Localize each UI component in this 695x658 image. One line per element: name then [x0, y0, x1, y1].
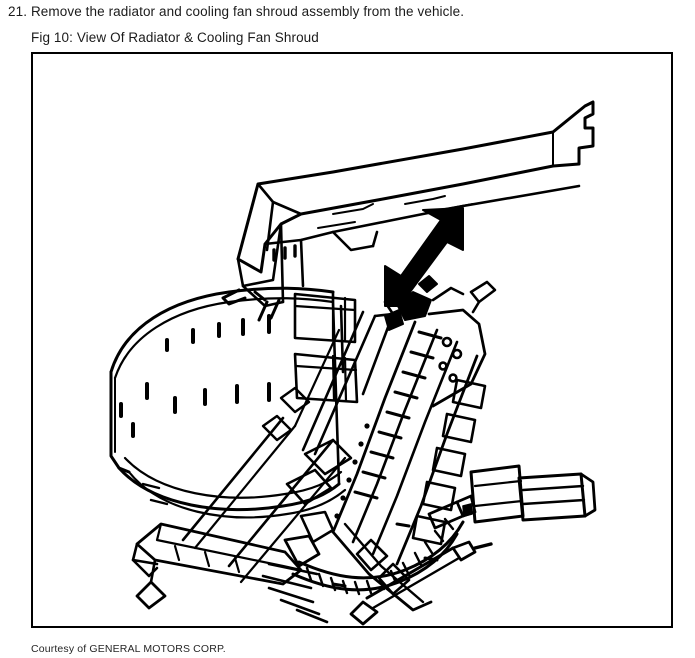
step-text: Remove the radiator and cooling fan shro… [30, 4, 465, 19]
radiator-fan-shroud-illustration [109, 100, 597, 626]
figure-frame [31, 52, 673, 628]
step-number: 21. [8, 4, 28, 19]
radiator-core-and-engine-assembly [181, 275, 497, 584]
courtesy-notice: Courtesy of GENERAL MOTORS CORP. [31, 643, 226, 655]
electrical-connector-module [427, 464, 597, 530]
figure-caption: Fig 10: View Of Radiator & Cooling Fan S… [31, 30, 319, 45]
procedure-step: 21. Remove the radiator and cooling fan … [8, 3, 464, 20]
removal-direction-arrow [384, 207, 464, 307]
cooling-fan-shroud [109, 286, 359, 519]
coolant-hose [291, 517, 465, 596]
